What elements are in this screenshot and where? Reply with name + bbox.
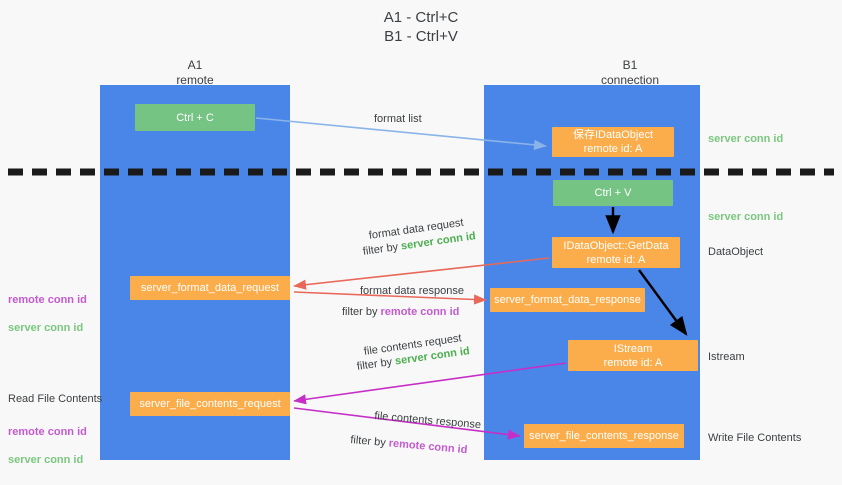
box-istream[interactable]: IStream remote id: A [568, 340, 698, 371]
filter-value-2: remote conn id [380, 306, 460, 318]
filter-value-4: remote conn id [388, 437, 468, 457]
box-idataobject-getdata[interactable]: IDataObject::GetData remote id: A [552, 237, 680, 268]
column-header-b1: B1 connection [600, 58, 660, 87]
box-ctrl-v[interactable]: Ctrl + V [553, 180, 673, 206]
box-server-format-data-response[interactable]: server_format_data_response [490, 288, 645, 312]
label-server-conn-id-second: server conn id [708, 211, 784, 223]
box-server-file-contents-request[interactable]: server_file_contents_request [130, 392, 290, 416]
label-server-conn-id-2: server conn id [8, 454, 84, 466]
arrow-label-format-data-response: format data response [360, 285, 464, 297]
label-remote-conn-id-1: remote conn id [8, 294, 87, 306]
label-dataobject: DataObject [708, 246, 764, 258]
arrow-label-format-list: format list [374, 113, 422, 125]
label-istream: Istream [708, 351, 745, 363]
label-server-conn-id-1: server conn id [8, 322, 84, 334]
filter-prefix-4: filter by [349, 433, 390, 450]
label-conn-ids-file: remote conn id server conn id [8, 411, 87, 481]
box-ctrl-c[interactable]: Ctrl + C [135, 104, 255, 131]
label-write-file-contents: Write File Contents [708, 432, 802, 444]
filter-prefix-3: filter by [356, 355, 396, 373]
column-header-a1: A1 remote [176, 58, 214, 87]
box-server-format-data-request[interactable]: server_format_data_request [130, 276, 290, 300]
arrow-label-file-contents-response-filter: filter by remote conn id [350, 433, 468, 457]
label-conn-ids-format: remote conn id server conn id [8, 279, 87, 349]
label-remote-conn-id-2: remote conn id [8, 426, 87, 438]
diagram-title: A1 - Ctrl+C B1 - Ctrl+V [383, 9, 459, 45]
box-server-file-contents-response[interactable]: server_file_contents_response [524, 424, 684, 448]
label-read-file-contents: Read File Contents [8, 393, 103, 405]
filter-prefix-1: filter by [362, 240, 402, 258]
arrow-label-format-data-response-filter: filter by remote conn id [342, 305, 459, 319]
label-server-conn-id-top: server conn id [708, 133, 784, 145]
arrow-label-file-contents-response: file contents response [373, 409, 482, 432]
filter-prefix-2: filter by [342, 306, 381, 318]
box-idataobject[interactable]: 保存IDataObject remote id: A [552, 127, 674, 157]
